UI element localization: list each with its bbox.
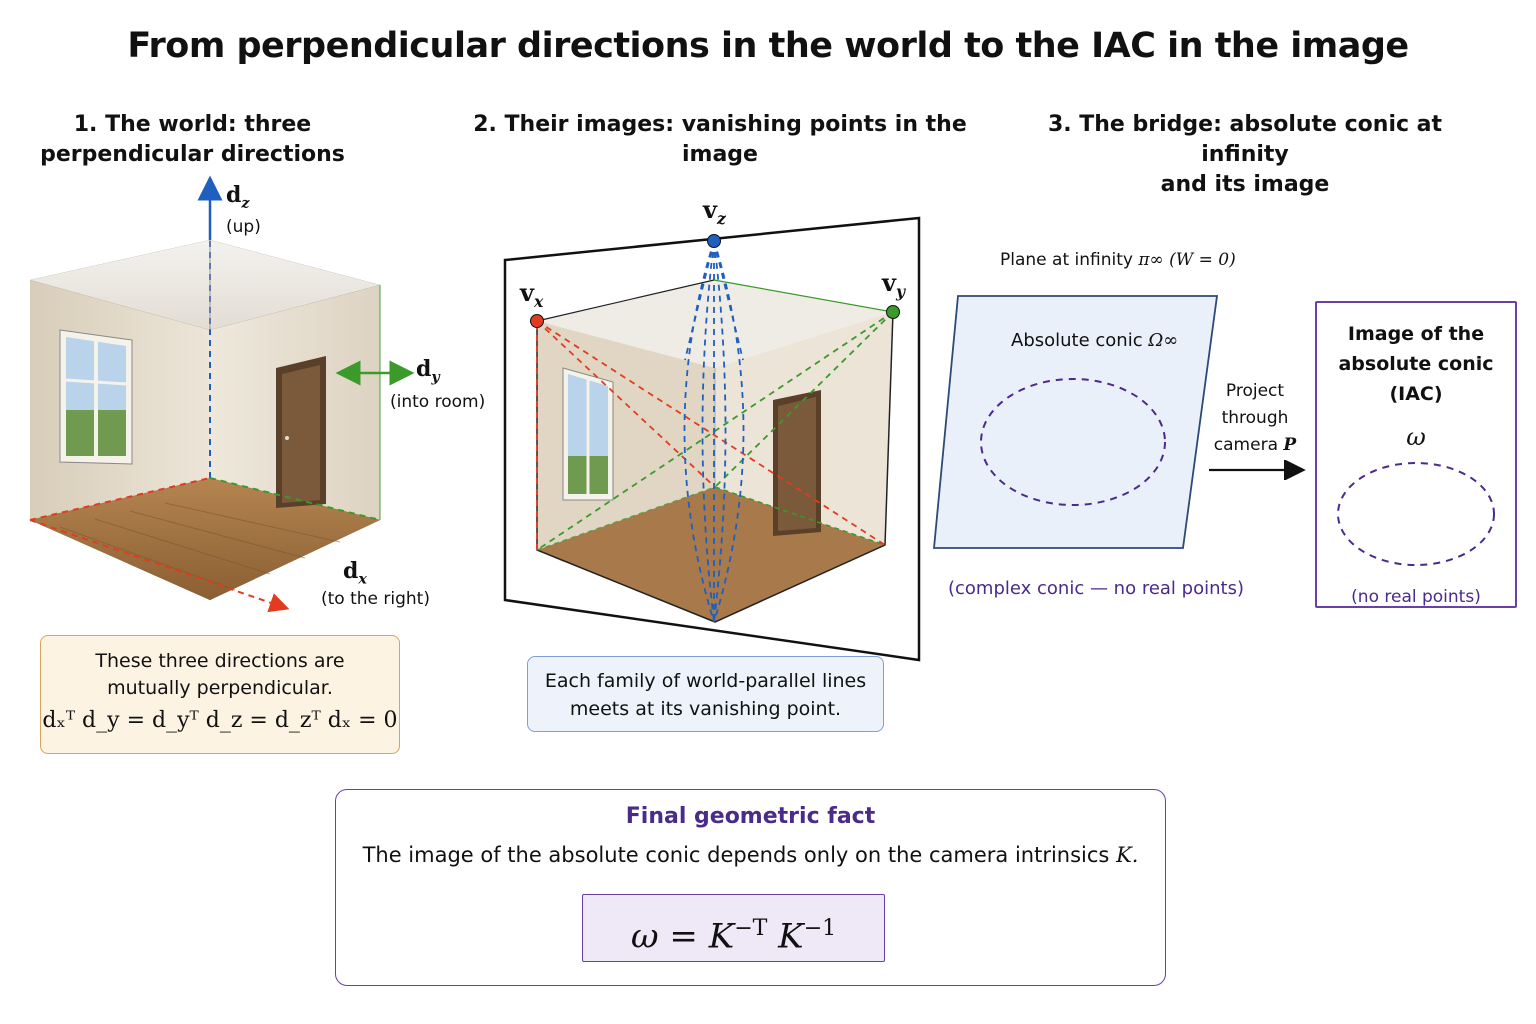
orthogonality-equation: dₓᵀ d_y = d_yᵀ d_z = d_zᵀ dₓ = 0	[42, 708, 398, 733]
iac-omega-symbol: ω	[1406, 423, 1426, 451]
dz-label: dz	[226, 182, 250, 212]
vanishing-note-line2: meets at its vanishing point.	[569, 698, 842, 720]
perpendicular-note: These three directions are mutually perp…	[40, 635, 400, 754]
vx-point	[530, 314, 544, 328]
y-vanishing-lines	[536, 311, 894, 551]
dy-desc: (into room)	[390, 392, 486, 412]
window-icon	[59, 329, 133, 465]
panel3-heading-line1: 3. The bridge: absolute conic at infinit…	[1047, 112, 1443, 167]
final-fact-box: Final geometric fact The image of the ab…	[335, 789, 1166, 986]
dy-edge-dashed	[209, 477, 381, 521]
project-line1: Project	[1225, 381, 1285, 401]
vz-label: vz	[703, 195, 726, 228]
dz-desc: (up)	[226, 217, 261, 237]
projection-arrow	[1209, 460, 1306, 480]
p2-ceiling	[537, 280, 893, 368]
absolute-conic-ellipse	[980, 378, 1166, 506]
figure-title: From perpendicular directions in the wor…	[127, 26, 1409, 66]
vy-point	[886, 305, 900, 319]
panel1-cube-svg	[29, 175, 415, 613]
iac-ellipse	[1337, 462, 1495, 566]
iac-formula: ω = K−T K−1	[582, 894, 885, 962]
panel1-heading-line2: perpendicular directions	[40, 142, 345, 167]
complex-conic-note: (complex conic — no real points)	[948, 578, 1244, 599]
project-line2: through	[1221, 408, 1289, 428]
vz-point	[707, 234, 721, 248]
iac-title-line1: Image of the	[1347, 323, 1485, 345]
p2-door-icon	[773, 390, 821, 536]
dx-desc: (to the right)	[321, 589, 430, 609]
dx-label: dx	[343, 558, 367, 588]
p2-window-icon	[562, 367, 614, 501]
plane-at-infinity-label: Plane at infinity π∞ (W = 0)	[1000, 250, 1236, 270]
dy-label: dy	[416, 356, 440, 386]
floor-planks	[59, 502, 341, 591]
plane-at-infinity	[933, 295, 1219, 549]
panel3-heading: 3. The bridge: absolute conic at infinit…	[1015, 110, 1475, 200]
panel3-heading-line2: and its image	[1160, 172, 1330, 197]
z-vanishing-lines	[683, 240, 745, 623]
absolute-conic-label: Absolute conic Ω∞	[1011, 330, 1179, 351]
iac-title-line2: absolute conic (IAC)	[1338, 353, 1494, 405]
room-floor	[30, 478, 380, 600]
vanishing-note: Each family of world-parallel lines meet…	[527, 656, 884, 732]
vx-label: vx	[520, 278, 544, 311]
door-icon	[276, 356, 326, 508]
final-heading: Final geometric fact	[625, 804, 876, 829]
project-line3: camera P	[1213, 435, 1297, 455]
panel1-heading: 1. The world: three perpendicular direct…	[40, 110, 345, 170]
panel1-heading-line1: 1. The world: three	[73, 112, 312, 137]
dx-edge-dashed	[29, 477, 211, 521]
panel2-heading: 2. Their images: vanishing points in the…	[473, 112, 967, 167]
iac-box: Image of the absolute conic (IAC) ω (no …	[1315, 301, 1517, 608]
note-line2: mutually perpendicular.	[107, 677, 333, 699]
plane-at-infinity-svg	[933, 295, 1219, 549]
panel2-image-plane-svg	[503, 216, 921, 662]
vanishing-note-line1: Each family of world-parallel lines	[544, 670, 867, 692]
project-through-camera-label: Project through camera P	[1200, 378, 1310, 459]
iac-ellipse-svg	[1337, 462, 1495, 566]
vy-label: vy	[882, 268, 906, 301]
dx-arrow	[29, 519, 290, 613]
final-statement: The image of the absolute conic depends …	[362, 843, 1139, 867]
room-ceiling	[30, 240, 380, 330]
note-line1: These three directions are	[95, 650, 345, 672]
iac-note: (no real points)	[1351, 587, 1481, 607]
